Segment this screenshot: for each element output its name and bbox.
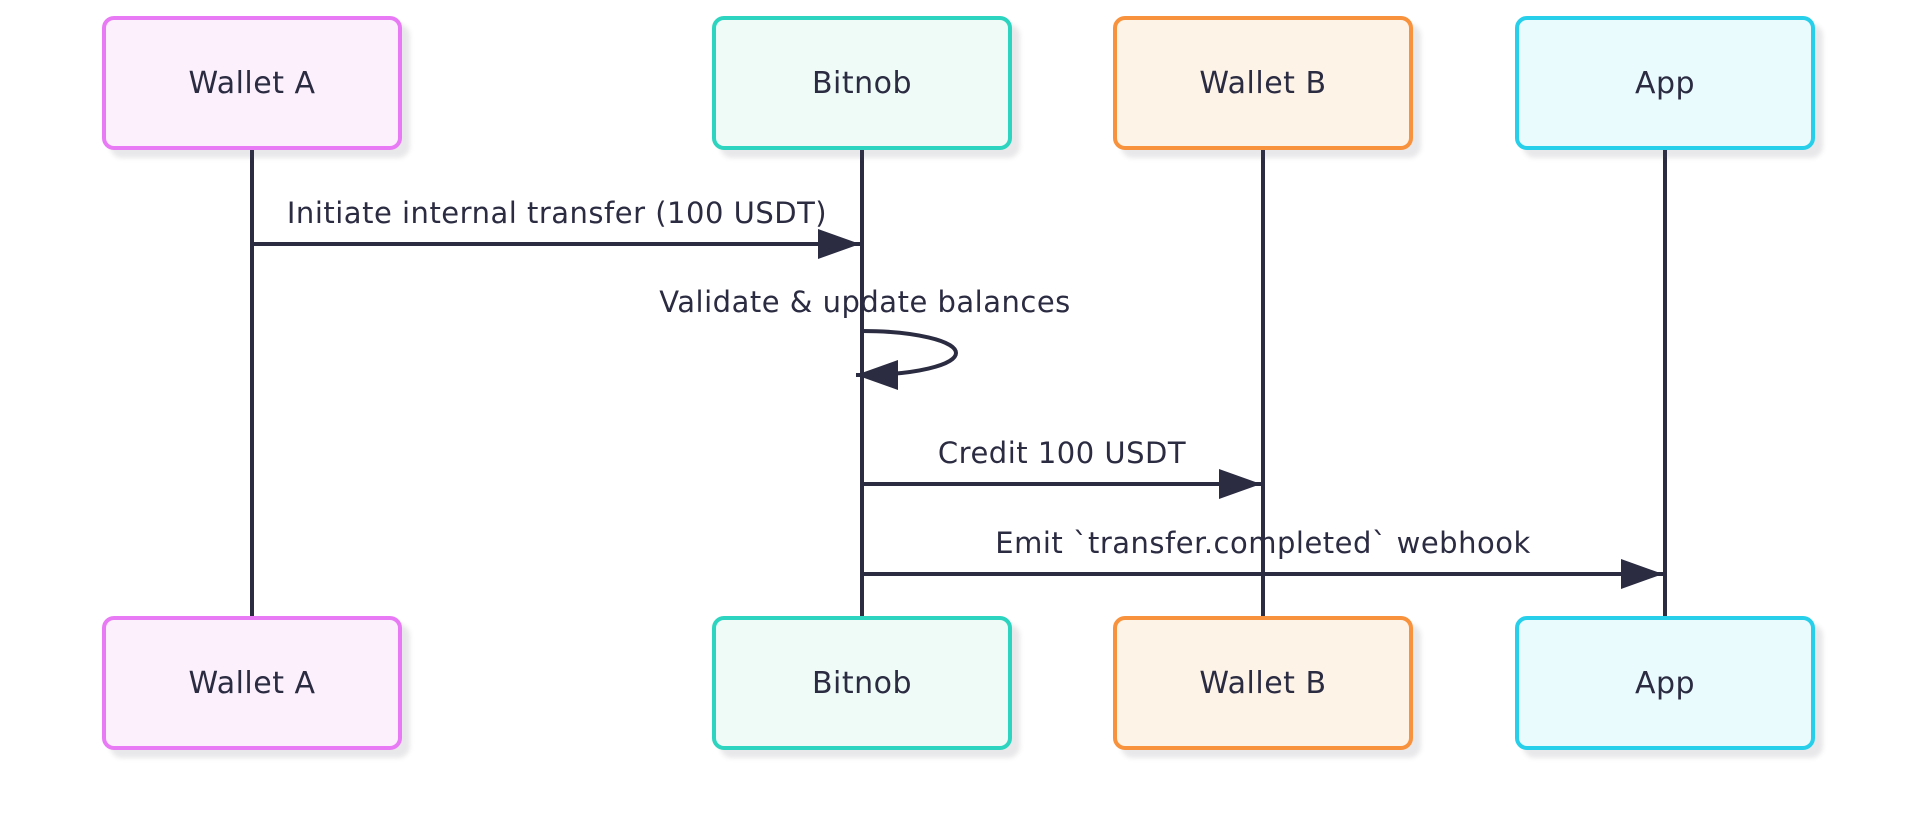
- actor-label: App: [1634, 65, 1696, 101]
- message-label-validate-balances: Validate & update balances: [659, 285, 1071, 319]
- actor-label: Wallet B: [1199, 65, 1327, 101]
- actor-box-bitnob-bottom: Bitnob: [712, 616, 1012, 750]
- actor-box-app-top: App: [1515, 16, 1815, 150]
- actor-box-wallet-a-top: Wallet A: [102, 16, 402, 150]
- actor-label: Wallet A: [188, 665, 316, 701]
- actor-box-wallet-b-bottom: Wallet B: [1113, 616, 1413, 750]
- actor-label: App: [1634, 665, 1696, 701]
- actor-box-wallet-a-bottom: Wallet A: [102, 616, 402, 750]
- actor-box-wallet-b-top: Wallet B: [1113, 16, 1413, 150]
- message-label-webhook: Emit `transfer.completed` webhook: [995, 526, 1531, 560]
- actor-label: Wallet B: [1199, 665, 1327, 701]
- message-label-credit: Credit 100 USDT: [937, 436, 1187, 470]
- message-label-initiate-transfer: Initiate internal transfer (100 USDT): [286, 196, 828, 230]
- actor-box-bitnob-top: Bitnob: [712, 16, 1012, 150]
- actor-label: Bitnob: [811, 65, 913, 101]
- message-arrow-self-loop: [856, 329, 958, 390]
- actor-label: Wallet A: [188, 65, 316, 101]
- actor-label: Bitnob: [811, 665, 913, 701]
- actor-box-app-bottom: App: [1515, 616, 1815, 750]
